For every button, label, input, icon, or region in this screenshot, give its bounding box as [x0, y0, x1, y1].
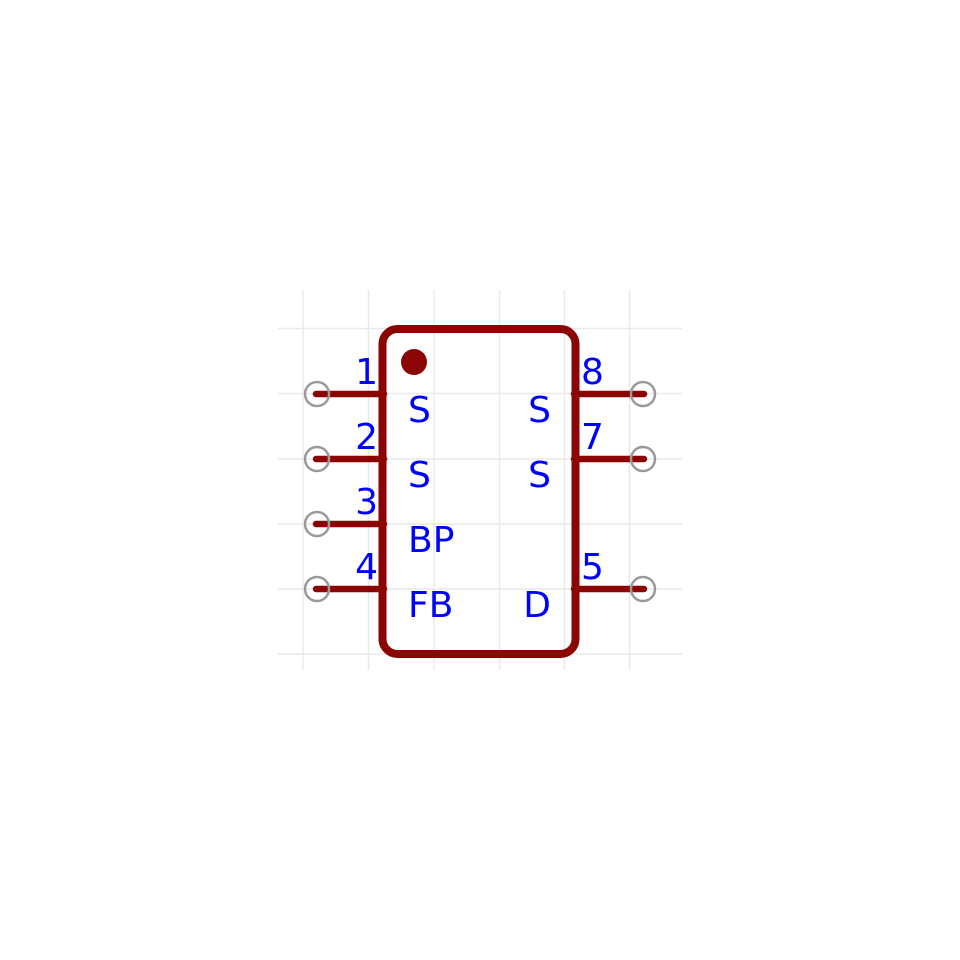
pin-endpoint-circle[interactable] [303, 380, 331, 408]
pin-endpoint-circle[interactable] [303, 575, 331, 603]
pin-number: 8 [581, 352, 604, 393]
pin-label: S [408, 455, 431, 496]
pin-number: 3 [355, 482, 378, 523]
pin-label: FB [408, 585, 453, 626]
pin-endpoint-circle[interactable] [629, 575, 657, 603]
pin1-marker-dot [401, 349, 427, 375]
pin-endpoint-circle[interactable] [303, 510, 331, 538]
pin-endpoint-circle[interactable] [303, 445, 331, 473]
pin-label: S [408, 390, 431, 431]
pin-number: 7 [581, 417, 604, 458]
pin-number: 4 [355, 547, 378, 588]
ic-body[interactable] [378, 325, 580, 658]
pin-endpoints [303, 380, 657, 603]
pin-number: 1 [355, 352, 378, 393]
grid [278, 290, 682, 670]
pin-number: 2 [355, 417, 378, 458]
pin-label: S [528, 455, 551, 496]
pin-number: 5 [581, 547, 604, 588]
pin-texts: 1 2 3 4 S S BP FB 8 7 5 S S D [355, 352, 604, 626]
pin-endpoint-circle[interactable] [629, 380, 657, 408]
symbol-outline [312, 325, 648, 658]
pin-endpoint-circle[interactable] [629, 445, 657, 473]
pin-label: S [528, 390, 551, 431]
pin-label: BP [408, 520, 454, 561]
pin-label: D [523, 585, 551, 626]
